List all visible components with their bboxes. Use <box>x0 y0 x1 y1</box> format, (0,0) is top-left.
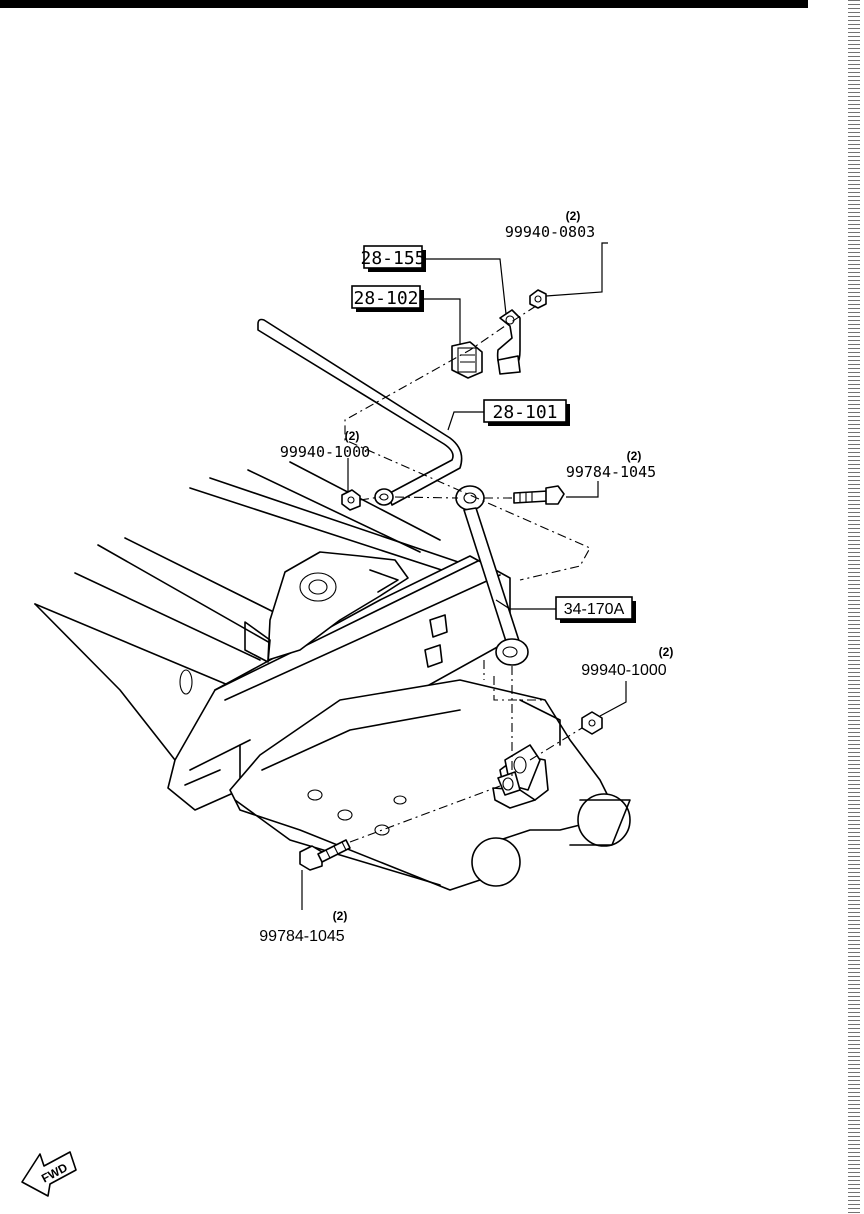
qty-nut-right: (2) <box>659 645 674 659</box>
nut-0803 <box>529 289 547 309</box>
crossmember-bolts <box>424 614 448 668</box>
fwd-arrow-icon: FWD <box>21 1151 77 1197</box>
assembly-lines <box>344 305 591 843</box>
frame-rails <box>34 461 471 761</box>
page-binding-edge <box>848 0 860 1214</box>
ref-box-34-170a: 34-170A <box>555 596 636 623</box>
qty-nut-left: (2) <box>345 429 360 443</box>
lower-link-bracket <box>497 744 541 796</box>
bolt-lower <box>299 839 351 871</box>
nut-right <box>581 711 603 735</box>
ref-label-34-170a: 34-170A <box>564 601 625 618</box>
ref-box-28-101: 28-101 <box>483 399 570 426</box>
ref-box-28-102: 28-102 <box>351 285 424 312</box>
lower-control-arm <box>229 679 631 891</box>
page-header-bar <box>0 0 808 8</box>
qty-bolt-upper: (2) <box>627 449 642 463</box>
qty-bolt-lower: (2) <box>333 909 348 923</box>
partno-nut-top: 99940-0803 <box>505 223 595 241</box>
stabilizer-bushing <box>451 341 483 379</box>
partno-bolt-upper: 99784-1045 <box>566 463 656 481</box>
partno-nut-right: 99940-1000 <box>581 662 667 679</box>
stabilizer-bar <box>257 318 463 506</box>
qty-nut-top: (2) <box>566 209 581 223</box>
ref-label-28-155: 28-155 <box>360 248 425 269</box>
ref-label-28-102: 28-102 <box>353 288 418 309</box>
bolt-upper <box>513 485 565 505</box>
ref-box-28-155: 28-155 <box>360 245 426 272</box>
upper-mount <box>244 551 409 663</box>
bushing-bracket <box>496 309 521 375</box>
ref-label-28-101: 28-101 <box>492 402 557 423</box>
partno-bolt-lower: 99784-1045 <box>259 928 345 945</box>
partno-nut-left: 99940-1000 <box>280 443 370 461</box>
nut-left <box>341 489 361 511</box>
leader-lines <box>301 242 627 910</box>
